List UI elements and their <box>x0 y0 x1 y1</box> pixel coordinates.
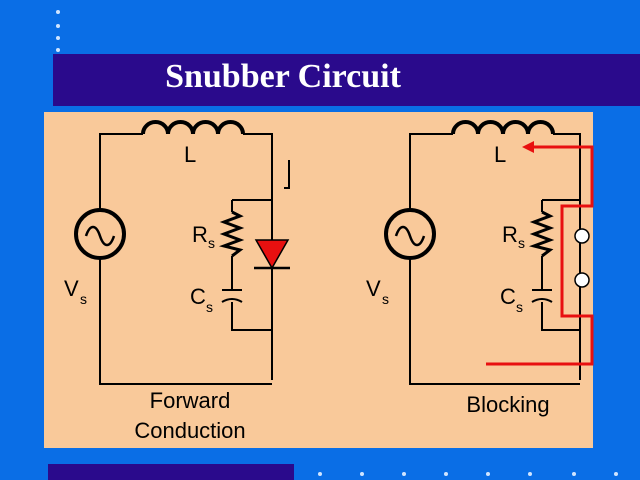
left-circuit-wires <box>99 133 273 385</box>
inductor-icon <box>141 120 245 135</box>
diagram-panel <box>44 112 593 448</box>
capacitor-sub-right: s <box>516 299 523 315</box>
bottom-band <box>48 464 294 480</box>
capacitor-label-right: C <box>500 284 516 309</box>
decorative-dots-bottom <box>0 470 640 480</box>
current-path <box>486 141 594 366</box>
resistor-icon <box>218 210 245 258</box>
open-switch-icon <box>574 228 590 288</box>
arrow-down-icon <box>284 160 290 189</box>
caption-forward-line2: Conduction <box>134 418 245 443</box>
resistor-label-left: R <box>192 222 208 247</box>
inductor-label-left: L <box>184 142 196 167</box>
slide-title: Snubber Circuit <box>165 58 401 95</box>
capacitor-icon <box>531 289 553 303</box>
source-label-right: V <box>366 276 381 301</box>
caption-forward-line1: Forward <box>150 388 231 413</box>
resistor-label-right: R <box>502 222 518 247</box>
resistor-icon <box>528 210 555 258</box>
inductor-label-right: L <box>494 142 506 167</box>
title-band <box>53 54 640 106</box>
source-label-left: V <box>64 276 79 301</box>
ac-source-icon <box>74 208 126 260</box>
caption-blocking: Blocking <box>466 392 549 417</box>
capacitor-icon <box>221 289 243 303</box>
resistor-sub-right: s <box>518 235 525 251</box>
inductor-icon <box>451 120 555 135</box>
ac-source-icon <box>384 208 436 260</box>
capacitor-sub-left: s <box>206 299 213 315</box>
resistor-sub-left: s <box>208 235 215 251</box>
right-circuit-wires <box>409 133 581 385</box>
source-sub-right: s <box>382 291 389 307</box>
capacitor-label-left: C <box>190 284 206 309</box>
source-sub-left: s <box>80 291 87 307</box>
diode-icon <box>254 239 290 270</box>
